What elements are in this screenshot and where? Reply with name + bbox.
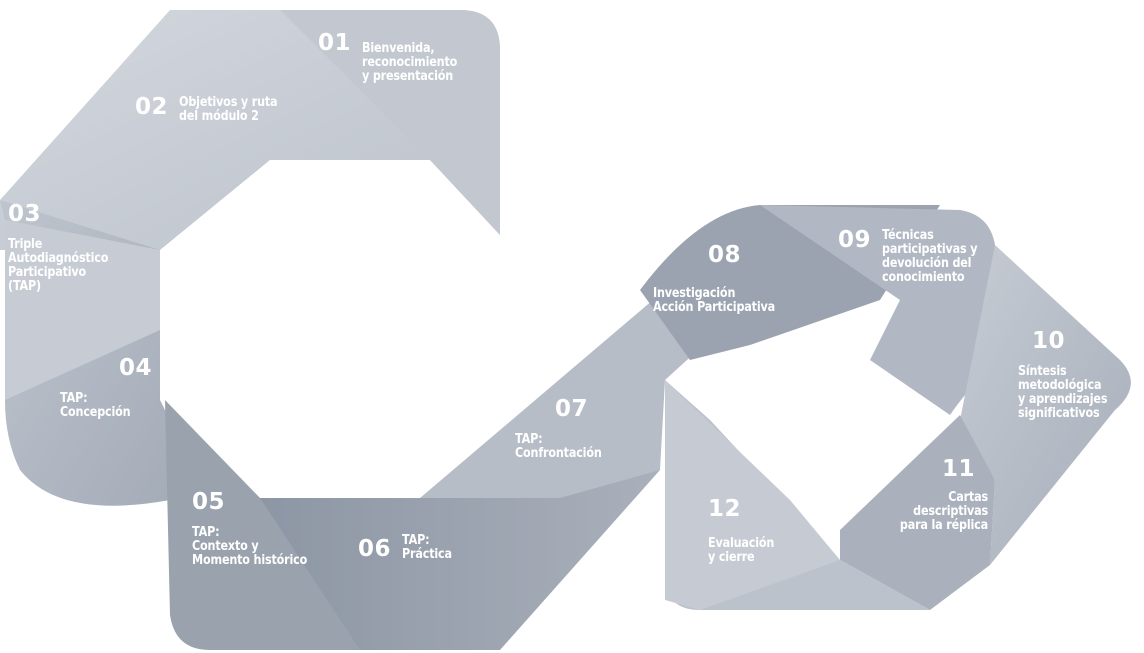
segment-10 [960,245,1131,565]
segment-01-fold [280,10,500,235]
step-02-number: 02 [135,94,169,120]
step-07-label: TAP:Confrontación [515,432,602,461]
step-04: 04 TAP:Concepción [60,357,160,420]
step-01-number: 01 [318,30,352,56]
step-08-number: 08 [708,242,742,268]
step-09-number: 09 [838,227,872,253]
step-07: 07 TAP:Confrontación [515,398,615,461]
segment-06 [260,420,660,650]
step-11-number: 11 [942,456,976,482]
step-12-number: 12 [708,496,742,522]
step-05-number: 05 [192,489,226,515]
segment-09 [760,205,995,415]
segment-03-fold [5,220,160,400]
step-06: 06 TAP:Práctica [358,534,460,562]
step-06-label: TAP:Práctica [401,533,452,562]
step-04-number: 04 [118,355,152,381]
segment-11 [840,415,995,610]
step-07-number: 07 [555,396,589,422]
segment-07 [420,260,720,498]
step-04-label: TAP:Concepción [60,391,131,420]
step-10-number: 10 [1032,328,1066,354]
step-03-number: 03 [8,201,42,227]
step-06-number: 06 [358,536,392,562]
segment-12-fold [665,380,840,610]
